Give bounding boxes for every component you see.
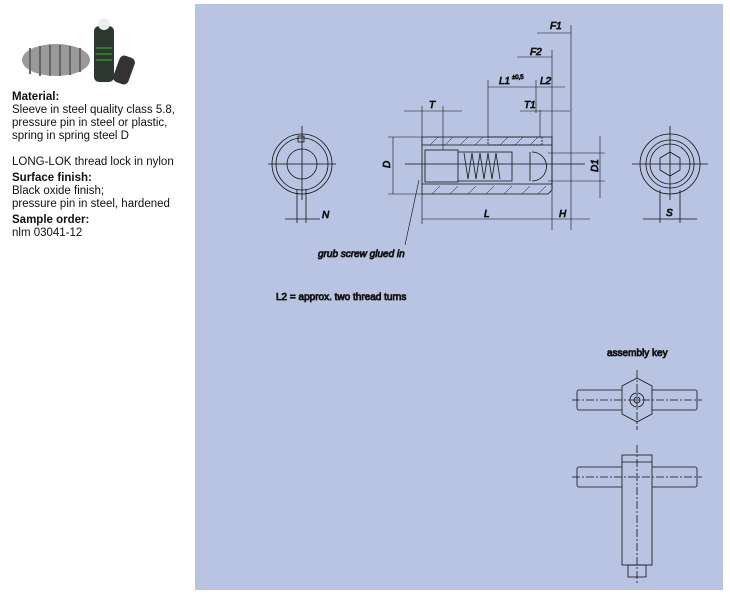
surface-line: pressure pin in steel, hardened — [12, 198, 170, 210]
right-end-view — [632, 126, 708, 223]
dim-D1: D1 — [590, 159, 601, 172]
material-line: Sleeve in steel quality class 5.8, — [12, 104, 176, 116]
dim-H: H — [559, 209, 567, 220]
assembly-key-label: assembly key — [607, 348, 668, 359]
sample-label: Sample order: — [12, 214, 90, 226]
dim-D: D — [382, 161, 393, 168]
dim-L: L — [484, 209, 490, 220]
dim-L2: L2 — [540, 76, 552, 87]
dim-L1: L1 — [499, 76, 510, 87]
section-view — [405, 136, 585, 195]
l2-note: L2 = approx. two thread turns — [276, 292, 406, 303]
grub-screw-note: grub screw glued in — [318, 249, 405, 260]
assembly-key-drawing — [572, 370, 702, 585]
sample-value: nlm 03041-12 — [12, 227, 83, 239]
material-line: spring in spring steel D — [12, 130, 129, 142]
material-label: Material: — [12, 91, 60, 103]
drawing-panel: N F1 F2 L1 ±0,5 L2 T T1 D D1 L H grub sc… — [195, 4, 723, 590]
dim-F2: F2 — [530, 47, 542, 58]
dim-S: S — [666, 208, 673, 219]
surface-line: Black oxide finish; — [12, 185, 105, 197]
technical-drawing: N F1 F2 L1 ±0,5 L2 T T1 D D1 L H grub sc… — [268, 21, 708, 585]
dim-T: T — [429, 100, 436, 111]
dim-T1: T1 — [524, 100, 536, 111]
product-info: Material: Sleeve in steel quality class … — [12, 8, 192, 240]
dim-F1: F1 — [550, 21, 562, 32]
product-photo — [22, 18, 135, 85]
surface-label: Surface finish: — [12, 172, 92, 184]
dimension-lines — [388, 25, 605, 246]
thread-lock-text: LONG-LOK thread lock in nylon — [12, 156, 174, 168]
material-line: pressure pin in steel or plastic, — [12, 117, 168, 129]
dim-N: N — [322, 210, 330, 221]
dim-L1-tolerance: ±0,5 — [512, 75, 524, 81]
left-end-view — [268, 126, 336, 223]
